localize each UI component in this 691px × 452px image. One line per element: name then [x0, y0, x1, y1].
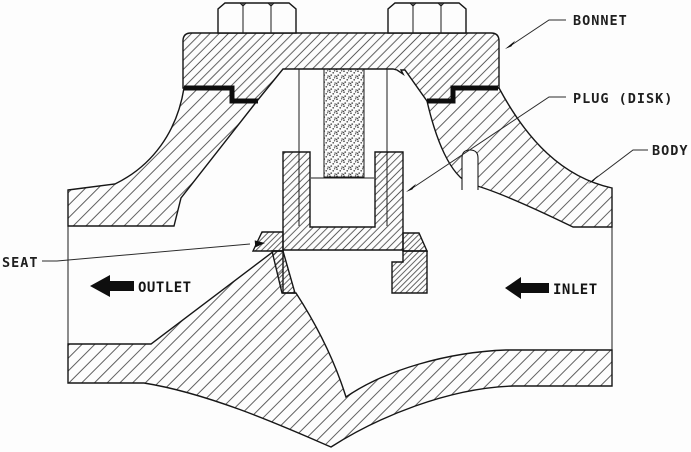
spring-column	[324, 69, 364, 177]
body-slot-notch	[461, 149, 479, 190]
seat-left-lower	[271, 250, 296, 294]
label-outlet: OUTLET	[138, 280, 192, 296]
bolt-icon-left	[217, 2, 297, 34]
body-lower-wall	[67, 250, 613, 448]
spring-outline	[323, 69, 365, 178]
plug-cup	[282, 151, 404, 251]
leader-arrowhead-bonnet	[505, 40, 516, 49]
inlet-flow-arrow-icon	[505, 277, 549, 299]
leader-bonnet	[505, 19, 566, 49]
leader-plug	[406, 96, 566, 192]
body-upper-left-wall	[67, 87, 259, 227]
label-body: BODY	[652, 143, 689, 159]
seat-right-upper	[402, 232, 429, 252]
outlet-flow-arrow-icon	[90, 275, 134, 297]
label-plug-disk: PLUG (DISK)	[573, 91, 673, 107]
label-inlet: INLET	[553, 282, 598, 298]
gasket-line-left	[184, 85, 258, 104]
bolt-icon-right	[387, 2, 467, 34]
plug-disk-section	[282, 151, 404, 251]
body-upper-right-wall	[426, 87, 613, 228]
label-seat: SEAT	[2, 255, 39, 271]
spring-section	[298, 69, 388, 226]
seat-right-lower	[391, 250, 428, 294]
leader-arrowhead-plug	[406, 183, 417, 192]
leader-body	[588, 149, 648, 184]
label-bonnet: BONNET	[573, 13, 628, 29]
leader-arrowhead-seat	[254, 240, 265, 248]
gasket-line-right	[427, 85, 498, 104]
body-section	[67, 87, 613, 448]
bonnet-section	[182, 32, 500, 104]
leader-seat	[42, 240, 265, 262]
leader-arrowhead-body	[588, 175, 599, 184]
bonnet-body	[182, 32, 500, 102]
